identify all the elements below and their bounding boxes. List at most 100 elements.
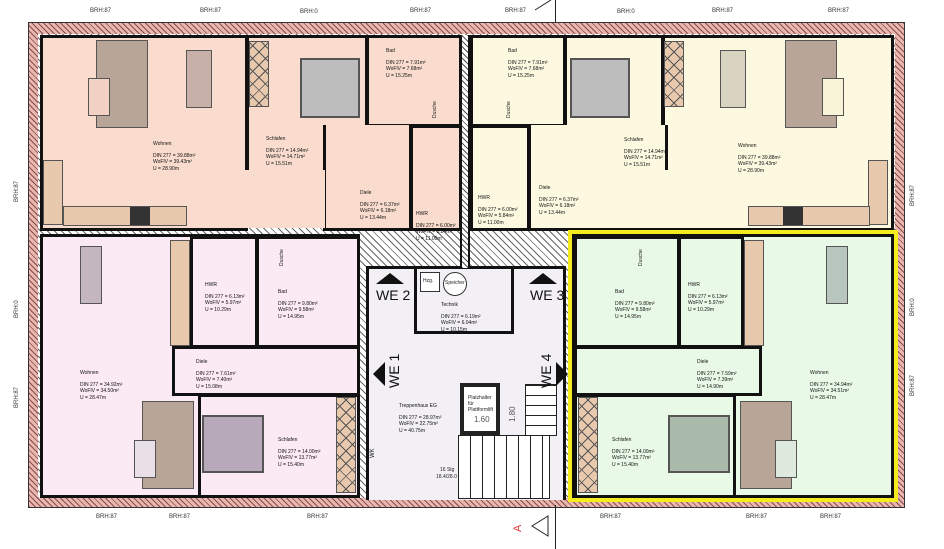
room-perimeter: U = 14.95m xyxy=(615,313,641,320)
room-hwr-we2 xyxy=(410,125,462,231)
room-area-din: DIN 277 = 34.92m² xyxy=(80,381,123,388)
parapet-height-label: BRH:87 xyxy=(712,8,734,14)
room-bad-we2 xyxy=(366,35,462,127)
room-area-din: DIN 277 = 7.61m² xyxy=(196,370,236,377)
room-name: Bad xyxy=(386,48,395,54)
room-area-wofl: WoFlV = 39.43m² xyxy=(153,159,192,165)
room-area-wofl: WoFlV = 7.39m² xyxy=(697,377,734,383)
parapet-height-label: BRH:87 xyxy=(14,180,20,202)
storage-tank: Speicher xyxy=(443,272,467,296)
parapet-height-label: BRH:87 xyxy=(505,8,527,14)
room-area-wofl: WoFlV = 7.40m² xyxy=(196,377,233,383)
room-name: Schlafen xyxy=(278,437,298,443)
room-name: Wohnen xyxy=(738,143,757,149)
bed xyxy=(668,415,730,473)
room-perimeter: U = 28.47m xyxy=(810,394,836,401)
room-perimeter: U = 40.75m xyxy=(399,427,425,434)
bed xyxy=(202,415,264,473)
stove xyxy=(783,207,803,225)
parapet-height-label: BRH:87 xyxy=(910,374,916,396)
room-area-din: DIN 277 = 14.94m² xyxy=(624,148,667,155)
platform-lift-shaft: Platzhalter für Plattformlift 1.60 xyxy=(460,383,500,435)
entrance-arrow-we2-icon xyxy=(376,273,404,284)
entrance-arrow-we4-icon xyxy=(556,362,568,386)
room-area-wofl: WoFlV = 34.51m² xyxy=(810,388,849,394)
lift-width: 1.60 xyxy=(474,415,490,424)
room-area-wofl: WoFlV = 9.58m² xyxy=(278,307,315,313)
room-area-wofl: WoFlV = 5.97m² xyxy=(688,300,725,306)
dining-table xyxy=(720,50,746,108)
room-perimeter: U = 11.00m xyxy=(478,219,504,226)
room-name: Bad xyxy=(278,289,287,295)
room-area-wofl: WoFlV = 5.97m² xyxy=(205,300,242,306)
parapet-height-label: BRH:87 xyxy=(96,514,118,520)
room-perimeter: U = 10.29m xyxy=(205,306,231,313)
room-area-wofl: WoFlV = 7.68m² xyxy=(508,66,545,72)
shower-label: Dusche xyxy=(638,249,644,266)
room-perimeter: U = 15.08m xyxy=(196,383,222,390)
room-area-wofl: WoFlV = 22.75m² xyxy=(399,421,438,427)
section-line xyxy=(555,505,556,549)
kitchen-counter xyxy=(63,206,187,226)
room-area-wofl: WoFlV = 34.50m² xyxy=(80,388,119,394)
stove xyxy=(130,207,150,225)
bed xyxy=(570,58,630,118)
storage-label: Speicher xyxy=(445,280,465,286)
shower-label: Dusche xyxy=(506,101,512,118)
room-area-din: DIN 277 = 14.00m² xyxy=(612,448,655,455)
room-name: HWR xyxy=(478,195,490,201)
room-perimeter: U = 14.95m xyxy=(278,313,304,320)
section-triangle-icon xyxy=(534,0,552,11)
room-area-wofl: WoFlV = 14.71m² xyxy=(266,154,305,160)
section-label: A xyxy=(512,524,524,532)
room-diele-we1 xyxy=(172,346,360,396)
heating-box: Hzg. xyxy=(420,272,440,292)
kitchen-counter xyxy=(748,206,870,226)
room-perimeter: U = 13.44m xyxy=(539,209,565,216)
unit-label-we1: WE 1 xyxy=(386,353,402,388)
kitchen-counter xyxy=(43,160,63,225)
room-area-din: DIN 277 = 6.19m² xyxy=(441,313,481,320)
room-area-wofl: WoFlV = 39.43m² xyxy=(738,161,777,167)
lift-placeholder-label: Platzhalter für Plattformlift xyxy=(468,395,494,413)
room-area-din: DIN 277 = 6.00m² xyxy=(478,206,518,213)
room-area-din: DIN 277 = 6.37m² xyxy=(360,201,400,208)
bed xyxy=(300,58,360,118)
room-area-wofl: WoFlV = 6.04m² xyxy=(441,320,478,326)
room-name: Diele xyxy=(697,359,709,365)
room-area-wofl: WoFlV = 6.18m² xyxy=(360,208,397,214)
dining-table xyxy=(826,246,848,304)
room-name: Wohnen xyxy=(80,370,99,376)
wk-label: WK xyxy=(370,448,376,458)
lift-depth: 1.80 xyxy=(508,406,517,422)
room-area-din: DIN 277 = 39.88m² xyxy=(153,152,196,159)
room-perimeter: U = 11.00m xyxy=(416,235,442,242)
room-area-wofl: WoFlV = 9.58m² xyxy=(615,307,652,313)
stairs-ratio: 18.4/28.0 xyxy=(436,474,457,480)
room-name: Diele xyxy=(360,190,372,196)
room-name: Diele xyxy=(539,185,551,191)
room-area-wofl: WoFlV = 14.71m² xyxy=(624,155,663,161)
room-area-din: DIN 277 = 14.94m² xyxy=(266,147,309,154)
room-bad-we4 xyxy=(574,236,680,348)
parapet-height-label: BRH:87 xyxy=(200,8,222,14)
room-name: Bad xyxy=(508,48,517,54)
room-area-wofl: WoFlV = 6.18m² xyxy=(539,203,576,209)
staircase-upper xyxy=(525,384,557,436)
wardrobe xyxy=(578,397,598,493)
parapet-height-label: BRH:0 xyxy=(300,9,318,15)
section-line xyxy=(555,0,556,22)
parapet-height-label: BRH:87 xyxy=(90,8,112,14)
